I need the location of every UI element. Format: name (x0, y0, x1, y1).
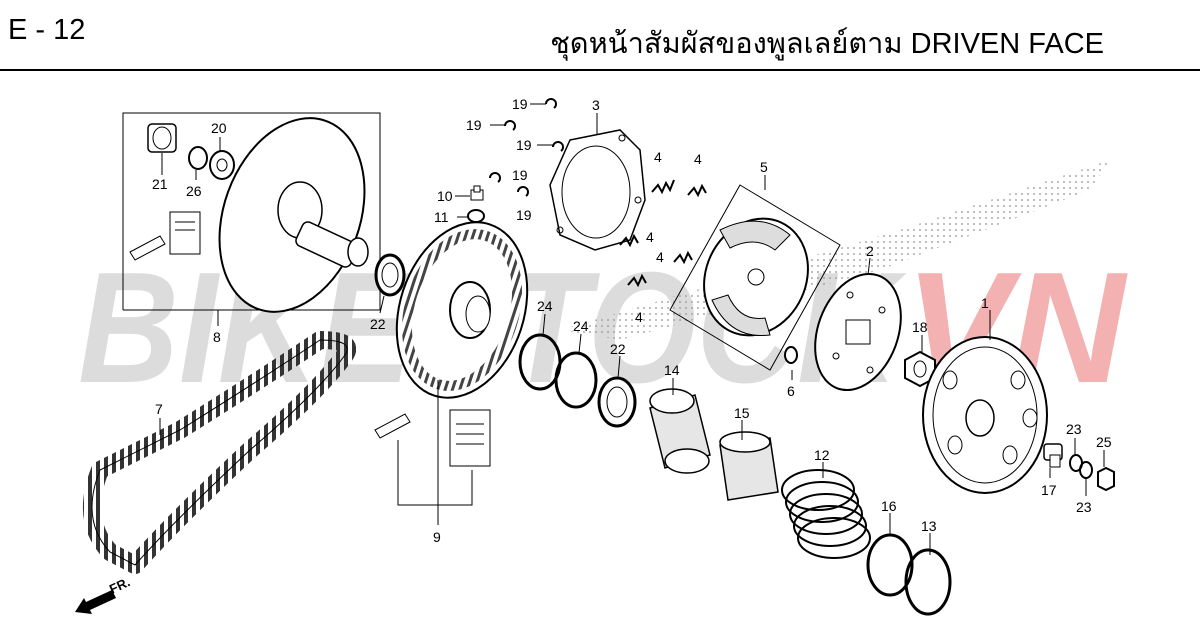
callout-24b: 24 (573, 318, 589, 334)
oil-seal-22-right (597, 376, 637, 428)
callout-labels: 1 2 3 4 4 4 4 4 5 6 7 8 9 10 11 12 13 14… (152, 96, 1112, 545)
callout-16: 16 (881, 498, 897, 514)
callout-4c: 4 (646, 229, 654, 245)
collar-14 (649, 388, 711, 474)
callout-4d: 4 (656, 249, 664, 265)
callout-7: 7 (155, 401, 163, 417)
callout-12: 12 (814, 447, 830, 463)
callout-2: 2 (866, 243, 874, 259)
needle-bearing-bore (152, 126, 172, 150)
callout-20: 20 (211, 120, 227, 136)
callout-22b: 22 (610, 341, 626, 357)
pin-10 (470, 185, 484, 201)
grease-label-card (169, 211, 201, 255)
grease-tube-icon (129, 235, 166, 261)
diagram-code: E - 12 (8, 14, 86, 46)
drive-belt-7 (83, 331, 357, 574)
ball-bearing-inner (216, 158, 228, 172)
callout-19a: 19 (512, 96, 528, 112)
callout-11: 11 (434, 209, 449, 225)
nut-18 (904, 350, 936, 388)
grease-tube-icon-9 (374, 413, 411, 439)
callout-5: 5 (760, 159, 768, 175)
callout-19e: 19 (516, 207, 532, 223)
callout-4e: 4 (635, 309, 643, 325)
clutch-outer-1 (922, 336, 1048, 494)
callout-18: 18 (912, 319, 928, 335)
callout-9: 9 (433, 529, 441, 545)
front-arrow-icon (75, 590, 116, 614)
page-header: E - 12 ชุดหน้าสัมผัสของพูลเลย์ตาม DRIVEN… (0, 0, 1200, 71)
callout-3: 3 (592, 97, 600, 113)
callout-1: 1 (981, 295, 989, 311)
spacer-6 (784, 346, 798, 364)
leader-lines (159, 103, 1105, 555)
callout-6: 6 (787, 383, 795, 399)
shaft-end (347, 237, 369, 267)
gasket-plate-3 (549, 129, 646, 251)
callout-23b: 23 (1076, 499, 1092, 515)
callout-15: 15 (734, 405, 750, 421)
callout-23a: 23 (1066, 421, 1082, 437)
callout-14: 14 (664, 362, 680, 378)
callout-22a: 22 (370, 316, 386, 332)
diagram-title: ชุดหน้าสัมผัสของพูลเลย์ตาม DRIVEN FACE (550, 28, 1104, 60)
callout-17: 17 (1041, 482, 1057, 498)
callout-21: 21 (152, 176, 168, 192)
seal-collar-15 (719, 431, 779, 501)
callout-8: 8 (213, 329, 221, 345)
clutch-springs-4 (619, 179, 707, 288)
driven-face-spring-12 (781, 469, 871, 559)
ring-13 (904, 548, 952, 616)
callout-19c: 19 (516, 137, 532, 153)
movable-driven-face-9 (374, 221, 529, 525)
stud-17 (1043, 443, 1063, 468)
callout-19b: 19 (466, 117, 482, 133)
callout-25: 25 (1096, 434, 1112, 450)
front-direction-label: FR. (107, 574, 132, 596)
oil-seal-22-left (374, 253, 406, 297)
callout-13: 13 (921, 518, 937, 534)
cap-nut-25 (1097, 466, 1115, 492)
callout-4a: 4 (654, 149, 662, 165)
callout-4b: 4 (694, 151, 702, 167)
clips-19 (489, 98, 564, 197)
washer-11 (467, 209, 485, 223)
callout-26: 26 (186, 183, 202, 199)
front-direction-indicator: FR. (75, 574, 132, 614)
clutch-weight-assy-5 (669, 184, 841, 371)
header-rule (0, 69, 1200, 71)
o-ring-23-b (1079, 461, 1093, 479)
part-8-assembly (122, 112, 381, 326)
assembly-bracket-9 (397, 440, 473, 506)
assembly-bracket-8 (122, 112, 381, 311)
watermark-dot-swoosh (560, 160, 1110, 340)
drive-plate-2 (814, 272, 902, 392)
grease-label-card-9 (449, 409, 491, 467)
callout-10: 10 (437, 188, 453, 204)
callout-19d: 19 (512, 167, 528, 183)
callout-24a: 24 (537, 298, 553, 314)
snap-ring-26 (188, 146, 208, 170)
o-ring-24-b (554, 351, 598, 409)
